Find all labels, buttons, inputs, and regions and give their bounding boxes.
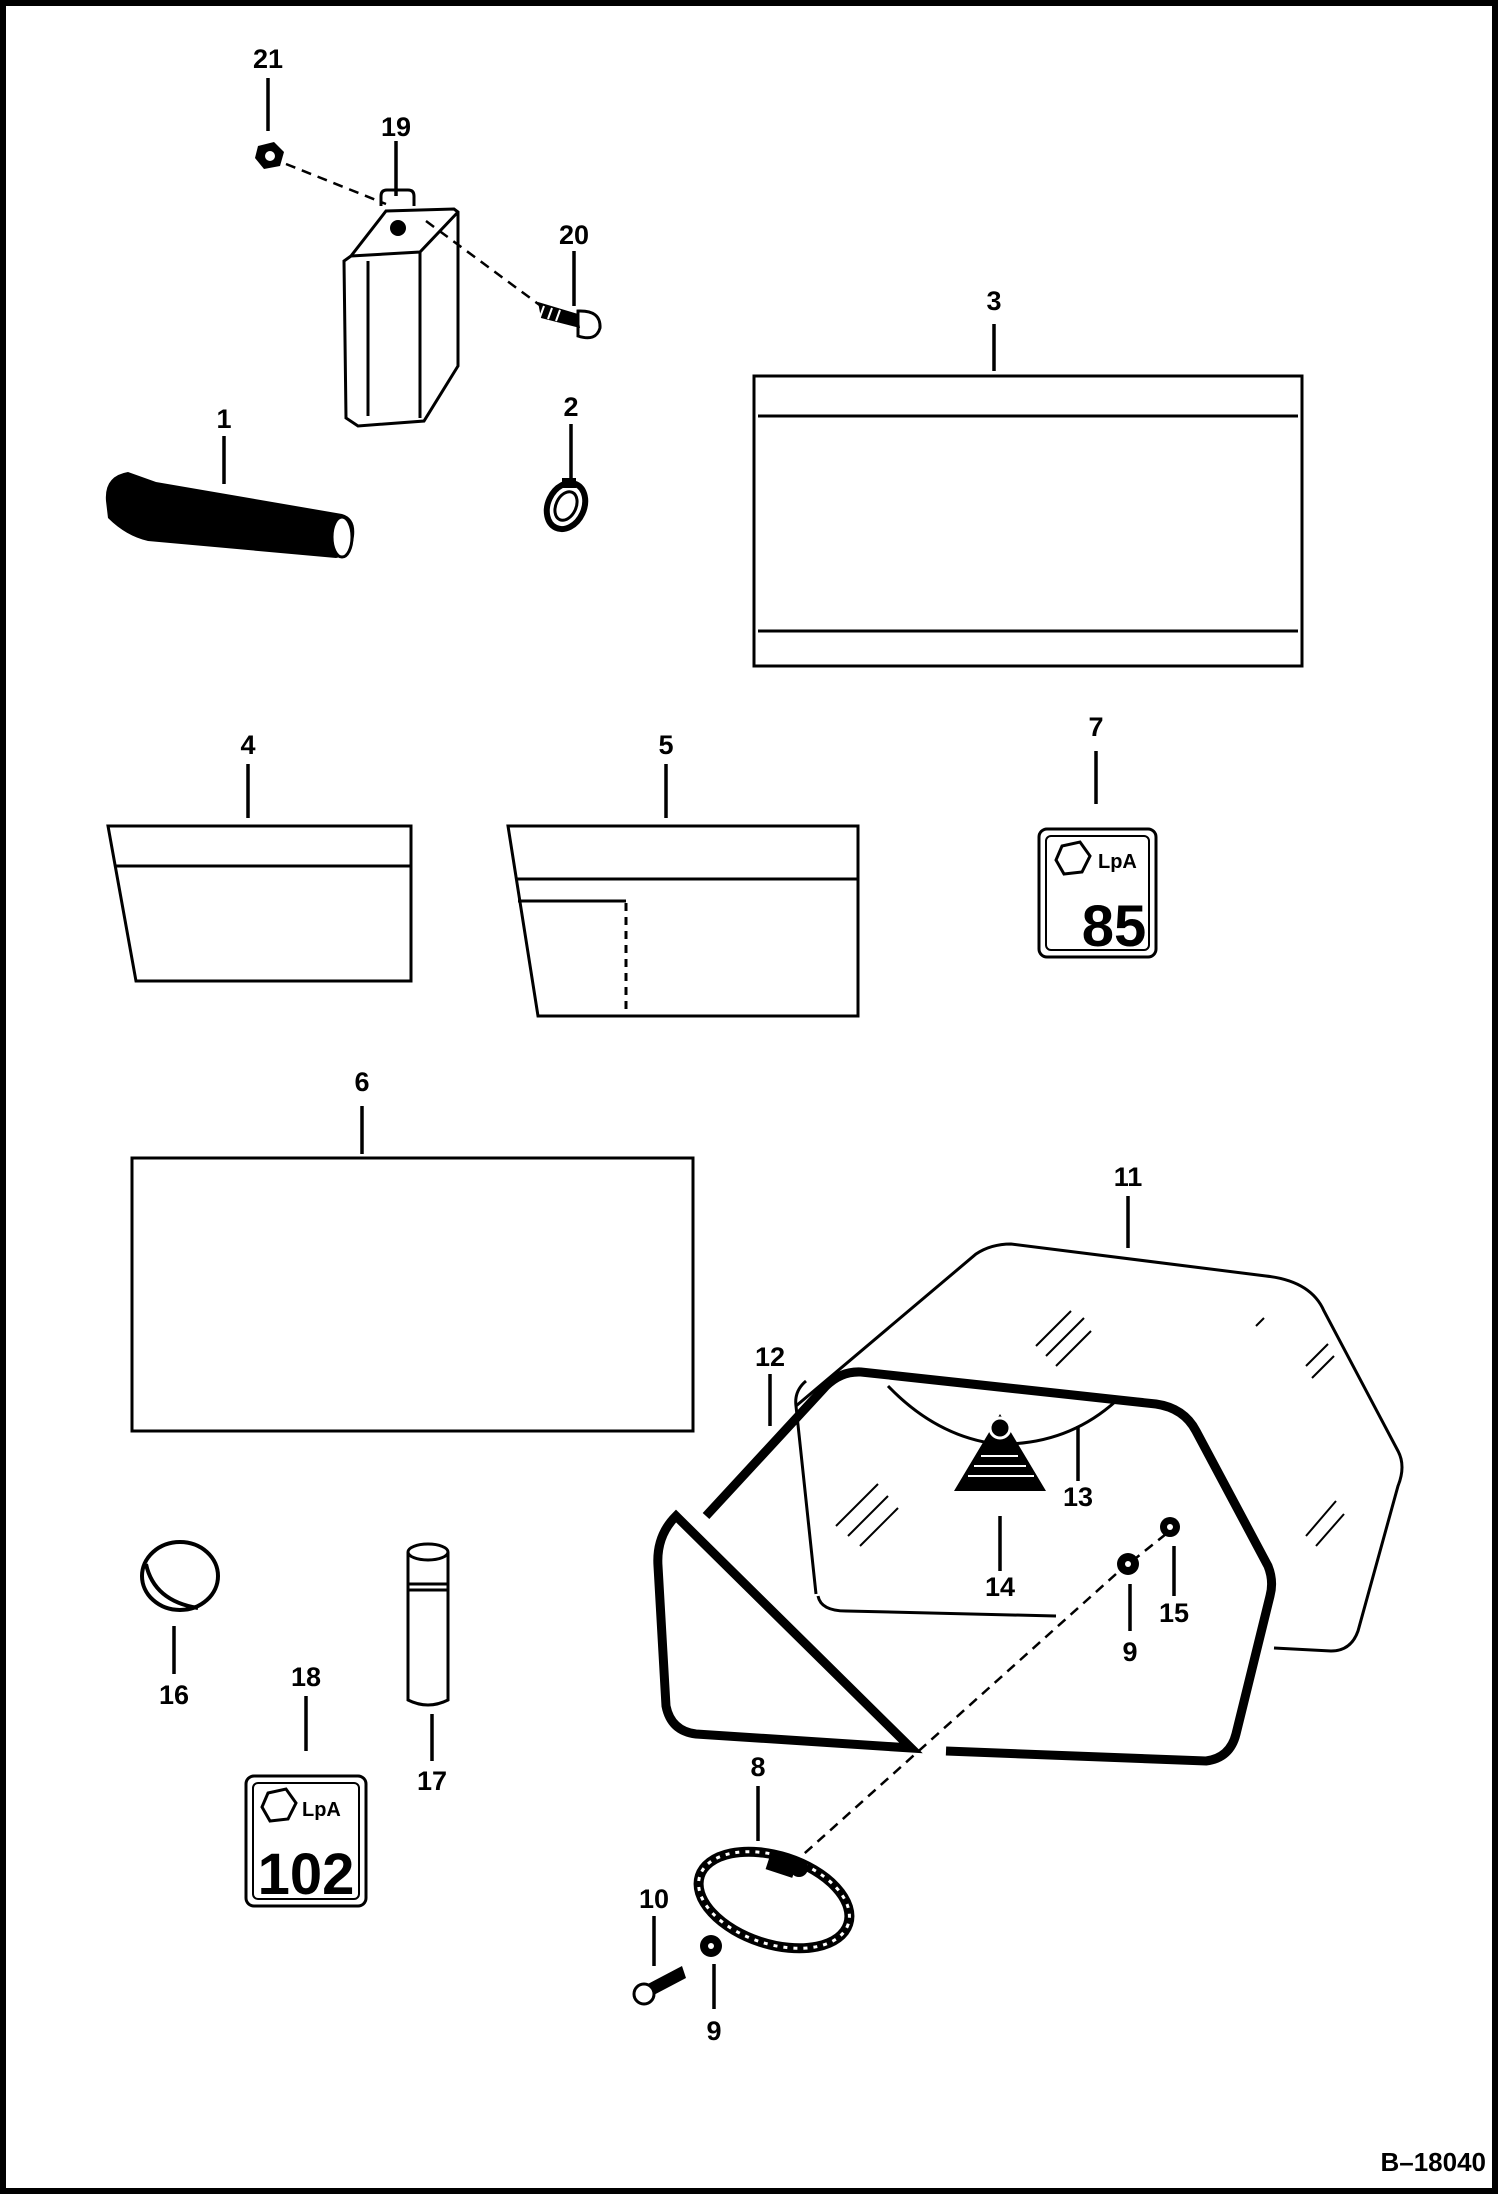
part-5-panel	[506, 764, 860, 1018]
callout-11: 11	[1114, 1162, 1143, 1192]
part-12-seal	[653, 1367, 1277, 1766]
parts-diagram: 21 19 20 1 2	[105, 44, 1486, 2177]
part-16-cap	[140, 1540, 220, 1674]
callout-19: 19	[381, 112, 411, 142]
callout-1: 1	[216, 404, 231, 434]
part-9-washer-upper	[1117, 1553, 1139, 1631]
part-7-decal-85: LpA 85	[1037, 751, 1158, 959]
callout-6: 6	[354, 1067, 369, 1097]
part-9-washer-lower	[700, 1935, 722, 2009]
callout-21: 21	[253, 44, 283, 74]
callout-13: 13	[1063, 1482, 1093, 1512]
part-4-panel	[106, 764, 413, 983]
part-11-window-glass	[794, 1196, 1404, 1653]
part-10-screw	[632, 1916, 686, 2006]
callout-3: 3	[986, 286, 1001, 316]
callout-9-lower: 9	[706, 2016, 721, 2046]
part-8-clamp-band	[693, 1786, 855, 1954]
callout-16: 16	[159, 1680, 189, 1710]
assembly-axis-line	[285, 162, 542, 308]
decal-7-value: 85	[1082, 894, 1147, 959]
callout-12: 12	[755, 1342, 785, 1372]
fastener-axis-line	[795, 1533, 1167, 1862]
callout-7: 7	[1088, 712, 1103, 742]
callout-9-upper: 9	[1122, 1637, 1137, 1667]
callout-2: 2	[563, 392, 578, 422]
glass-reflection-lines	[835, 1310, 1345, 1547]
part-1-hose	[105, 436, 355, 559]
decal-18-unit: LpA	[302, 1799, 341, 1821]
callout-14: 14	[985, 1572, 1015, 1602]
part-21-nut	[255, 78, 284, 169]
callout-17: 17	[417, 1766, 447, 1796]
part-3-panel	[752, 324, 1304, 668]
decal-7-unit: LpA	[1098, 851, 1137, 873]
callout-8: 8	[750, 1752, 765, 1782]
callout-4: 4	[240, 730, 255, 760]
callout-15: 15	[1159, 1598, 1189, 1628]
part-20-bolt	[538, 251, 602, 340]
callout-5: 5	[658, 730, 673, 760]
part-2-clamp	[543, 424, 589, 533]
decal-18-value: 102	[258, 1842, 355, 1907]
part-14-hammer-tag	[954, 1414, 1046, 1571]
part-15-rivet	[1160, 1517, 1180, 1596]
part-6-panel	[130, 1106, 695, 1433]
part-17-pin	[406, 1542, 450, 1761]
part-18-decal-102: LpA 102	[244, 1696, 368, 1908]
part-19-block	[342, 141, 460, 428]
callout-18: 18	[291, 1662, 321, 1692]
callout-20: 20	[559, 220, 589, 250]
figure-reference-code: B–18040	[1380, 2147, 1486, 2177]
callout-10: 10	[639, 1884, 669, 1914]
